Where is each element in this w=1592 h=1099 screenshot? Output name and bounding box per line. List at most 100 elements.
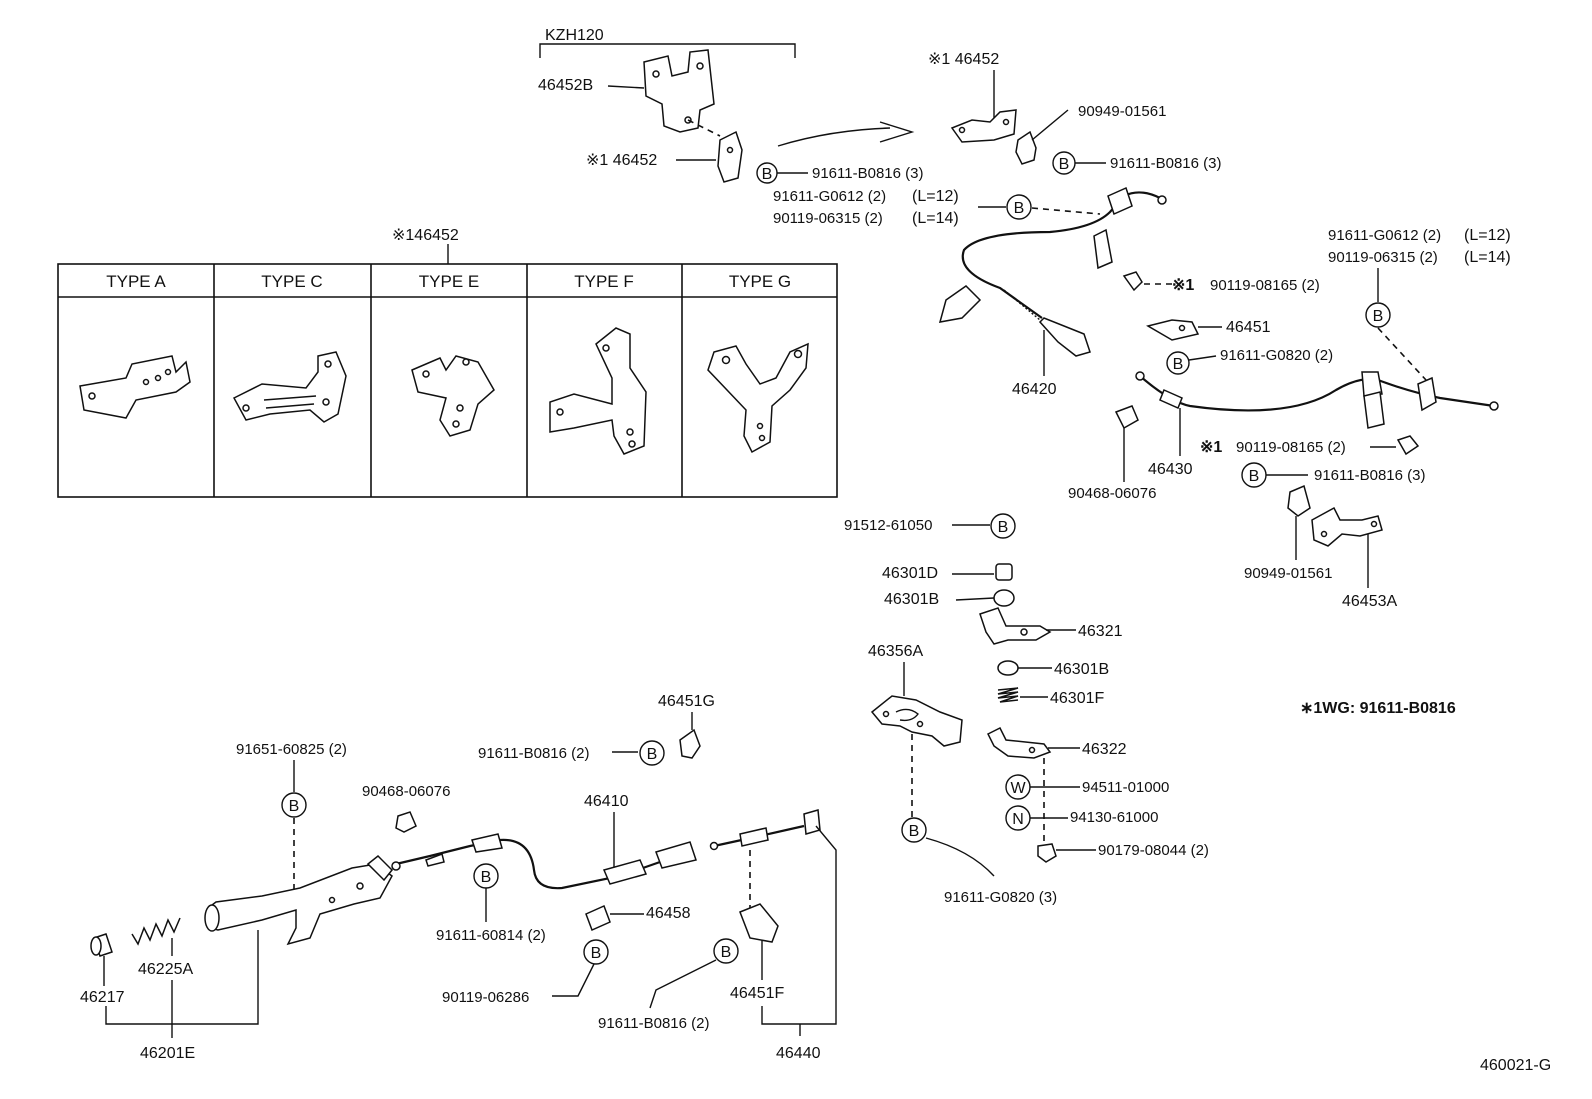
pin-marker-text: B [998, 519, 1009, 536]
bolt-b0816-r-label: 91611-B0816 (3) [1314, 467, 1425, 484]
lever-46322-part [986, 726, 1052, 759]
arrow-to-bracket [777, 127, 891, 147]
bracket-f-bolt-marker [713, 938, 739, 964]
lever-bolt-marker [281, 792, 307, 818]
plate-46356a-part [870, 695, 963, 747]
spring-46225a-label: 46225A [138, 961, 193, 978]
ur-bracket-note-label: ※1 46452 [928, 51, 999, 68]
ur-bolt-mid-label: 91611-B0816 (3) [1110, 155, 1221, 172]
right-alt-2-label: 90119-06315 (2) [1328, 249, 1438, 266]
lever-clip-part [395, 811, 417, 833]
front-cable-bolt-marker-text: B [481, 869, 492, 886]
damper-bolt-label: 90119-06286 [442, 989, 529, 1006]
bolt-alt-1-len: (L=12) [912, 188, 959, 205]
bracket-g-bolt-marker [639, 740, 665, 766]
bush-b2-label: 46301B [1054, 661, 1109, 678]
right-bolt-marker [1365, 302, 1391, 328]
lever-clip-label: 90468-06076 [362, 783, 450, 800]
ur-bracket-46452-part [950, 109, 1017, 143]
bush-b1-label: 46301B [884, 591, 939, 608]
type-c-header: TYPE C [261, 272, 322, 291]
pin-marker [990, 513, 1016, 539]
right-alt-1-label: 91611-G0612 (2) [1328, 227, 1441, 244]
bracket-g-bolt-label: 91611-B0816 (2) [478, 745, 589, 762]
star-mark-2: ※1 [1200, 439, 1222, 456]
top-bolt-marker-text: B [762, 166, 773, 183]
small-bolt-2-label: 90119-08165 (2) [1236, 439, 1346, 456]
bush-d-label: 46301D [882, 565, 938, 582]
clip-mid-part [1114, 405, 1139, 430]
washer-label: 94511-01000 [1082, 779, 1169, 796]
nut-label: 94130-61000 [1070, 809, 1158, 826]
nut-marker-text: N [1012, 811, 1024, 828]
bracket-g-bolt-marker-text: B [647, 746, 658, 763]
ur-clip-top-part [1015, 130, 1037, 165]
cable-46420-part [938, 186, 1167, 357]
type-c-drawing [232, 351, 347, 423]
type-f-header: TYPE F [574, 272, 634, 291]
bracket-46453a-part [1311, 506, 1383, 547]
bracket-g-label: 46451G [658, 693, 715, 710]
clip-bottom-label: 90949-01561 [1244, 565, 1332, 582]
ur-clip-top-label: 90949-01561 [1078, 103, 1166, 120]
bush-b1-part [993, 589, 1015, 607]
bush-d-part [995, 563, 1013, 581]
spring-f-part [997, 687, 1019, 703]
damper-bolt-marker-text: B [591, 945, 602, 962]
type-f-drawing [549, 327, 647, 455]
b0816-r-marker-text: B [1249, 468, 1260, 485]
type-g-header: TYPE G [729, 272, 791, 291]
star-mark-1: ※1 [1172, 277, 1194, 294]
washer-marker-text: W [1010, 780, 1026, 797]
ur-bolt-marker-1-text: B [1059, 156, 1070, 173]
bracket-f-label: 46451F [730, 985, 784, 1002]
cable-46430-part [1135, 371, 1499, 429]
type-a-drawing [79, 355, 191, 419]
bracket-46453a-label: 46453A [1342, 593, 1397, 610]
type-e-header: TYPE E [419, 272, 479, 291]
lever-46321-part [979, 607, 1052, 645]
table-heading: ※146452 [392, 227, 459, 244]
bracket-type-table: ※146452 TYPE A TYPE C TYPE E TYPE F TYPE… [57, 227, 838, 498]
type-g-drawing [707, 342, 809, 454]
knob-46217-label: 46217 [80, 989, 125, 1006]
bracket-46451-part [1146, 319, 1200, 341]
upper-right-group: ※1 46452 90949-01561 B 91611-B0816 (3) B… [756, 51, 1511, 610]
spring-46225a-part [131, 917, 181, 946]
g0820-bolt-marker [1166, 351, 1190, 375]
bush-b2-part [997, 660, 1019, 676]
front-cable-bolt-label: 91611-60814 (2) [436, 927, 546, 944]
lever-assy-label: 46201E [140, 1045, 195, 1062]
bracket-f-bolt-label: 91611-B0816 (2) [598, 1015, 709, 1032]
small-bolt-1-label: 90119-08165 (2) [1210, 277, 1320, 294]
model-label: KZH120 [545, 27, 604, 44]
small-bolt-1-part [1122, 271, 1143, 292]
bracket-f-part [739, 903, 779, 943]
type-a-header: TYPE A [106, 272, 166, 291]
right-alt-2-len: (L=14) [1464, 249, 1511, 266]
wg-note: ∗1WG: 91611-B0816 [1300, 700, 1456, 717]
plate-bolt-label: 91611-G0820 (3) [944, 889, 1057, 906]
lever-bolt-marker-text: B [289, 798, 300, 815]
bolt-g0820-label: 91611-G0820 (2) [1220, 347, 1333, 364]
bolt-alt-marker [1006, 194, 1032, 220]
right-bolt-marker-text: B [1373, 308, 1384, 325]
lever-assy-part [204, 854, 394, 946]
cable-46430-label: 46430 [1148, 461, 1193, 478]
pin-label: 91512-61050 [844, 517, 932, 534]
lever-46321-label: 46321 [1078, 623, 1123, 640]
front-cable-46410-part [391, 833, 697, 890]
bolt-alt-2-len: (L=14) [912, 210, 959, 227]
lever-46322-label: 46322 [1082, 741, 1127, 758]
lever-assembly-group: 91651-60825 (2) B 90468-06076 46217 4622… [80, 693, 837, 1062]
kzh120-group: KZH120 46452B ※1 46452 [538, 27, 915, 183]
intermediate-46440-part [709, 809, 821, 851]
bracket-46452-small-part [717, 130, 743, 183]
g0820-bolt-marker-text: B [1173, 356, 1184, 373]
bolt-alt-marker-text: B [1014, 200, 1025, 217]
top-bolt-label: 91611-B0816 (3) [812, 165, 923, 182]
knob-46217-part [90, 933, 113, 957]
plate-bolt-marker-text: B [909, 823, 920, 840]
bolt-90179-part [1037, 843, 1057, 863]
